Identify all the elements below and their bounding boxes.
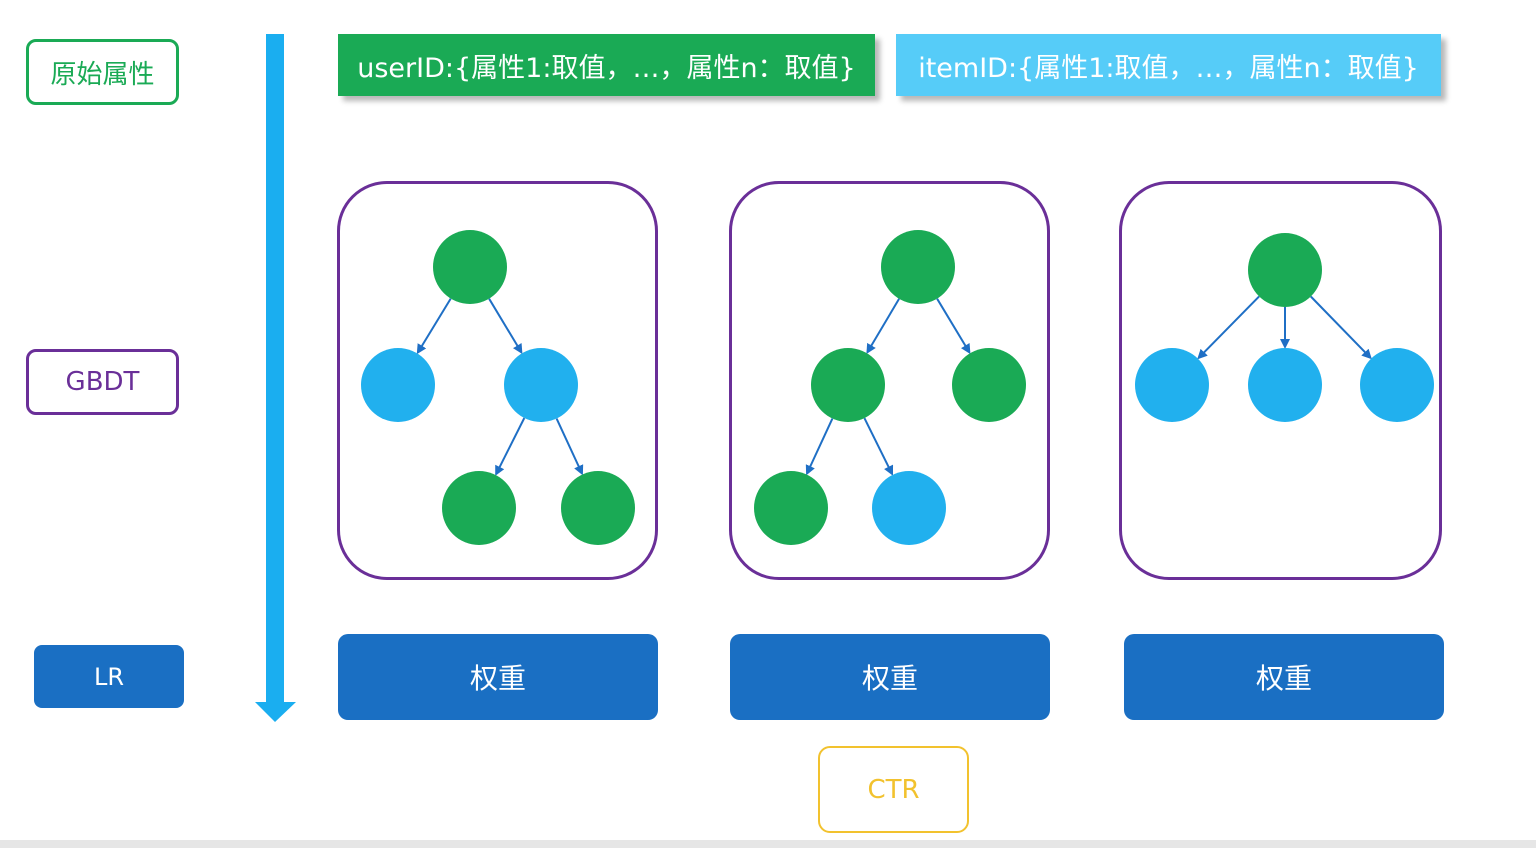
tree-container-2 [729, 181, 1050, 580]
ctr-output: CTR [818, 746, 969, 833]
weight-box-1: 权重 [338, 634, 658, 720]
user-feature-bar: userID:{属性1:取值，…，属性n：取值} [338, 34, 875, 96]
flow-arrow [255, 34, 296, 722]
flow-arrow-head [255, 702, 296, 722]
lr-label: LR [34, 645, 184, 708]
weight-box-2: 权重 [730, 634, 1050, 720]
item-feature-bar: itemID:{属性1:取值，…，属性n：取值} [896, 34, 1441, 96]
tree-container-3 [1119, 181, 1442, 580]
raw-attributes-label: 原始属性 [26, 39, 179, 105]
bottom-strip [0, 840, 1536, 848]
flow-arrow-shaft [266, 34, 284, 704]
tree-container-1 [337, 181, 658, 580]
gbdt-label: GBDT [26, 349, 179, 415]
weight-box-3: 权重 [1124, 634, 1444, 720]
